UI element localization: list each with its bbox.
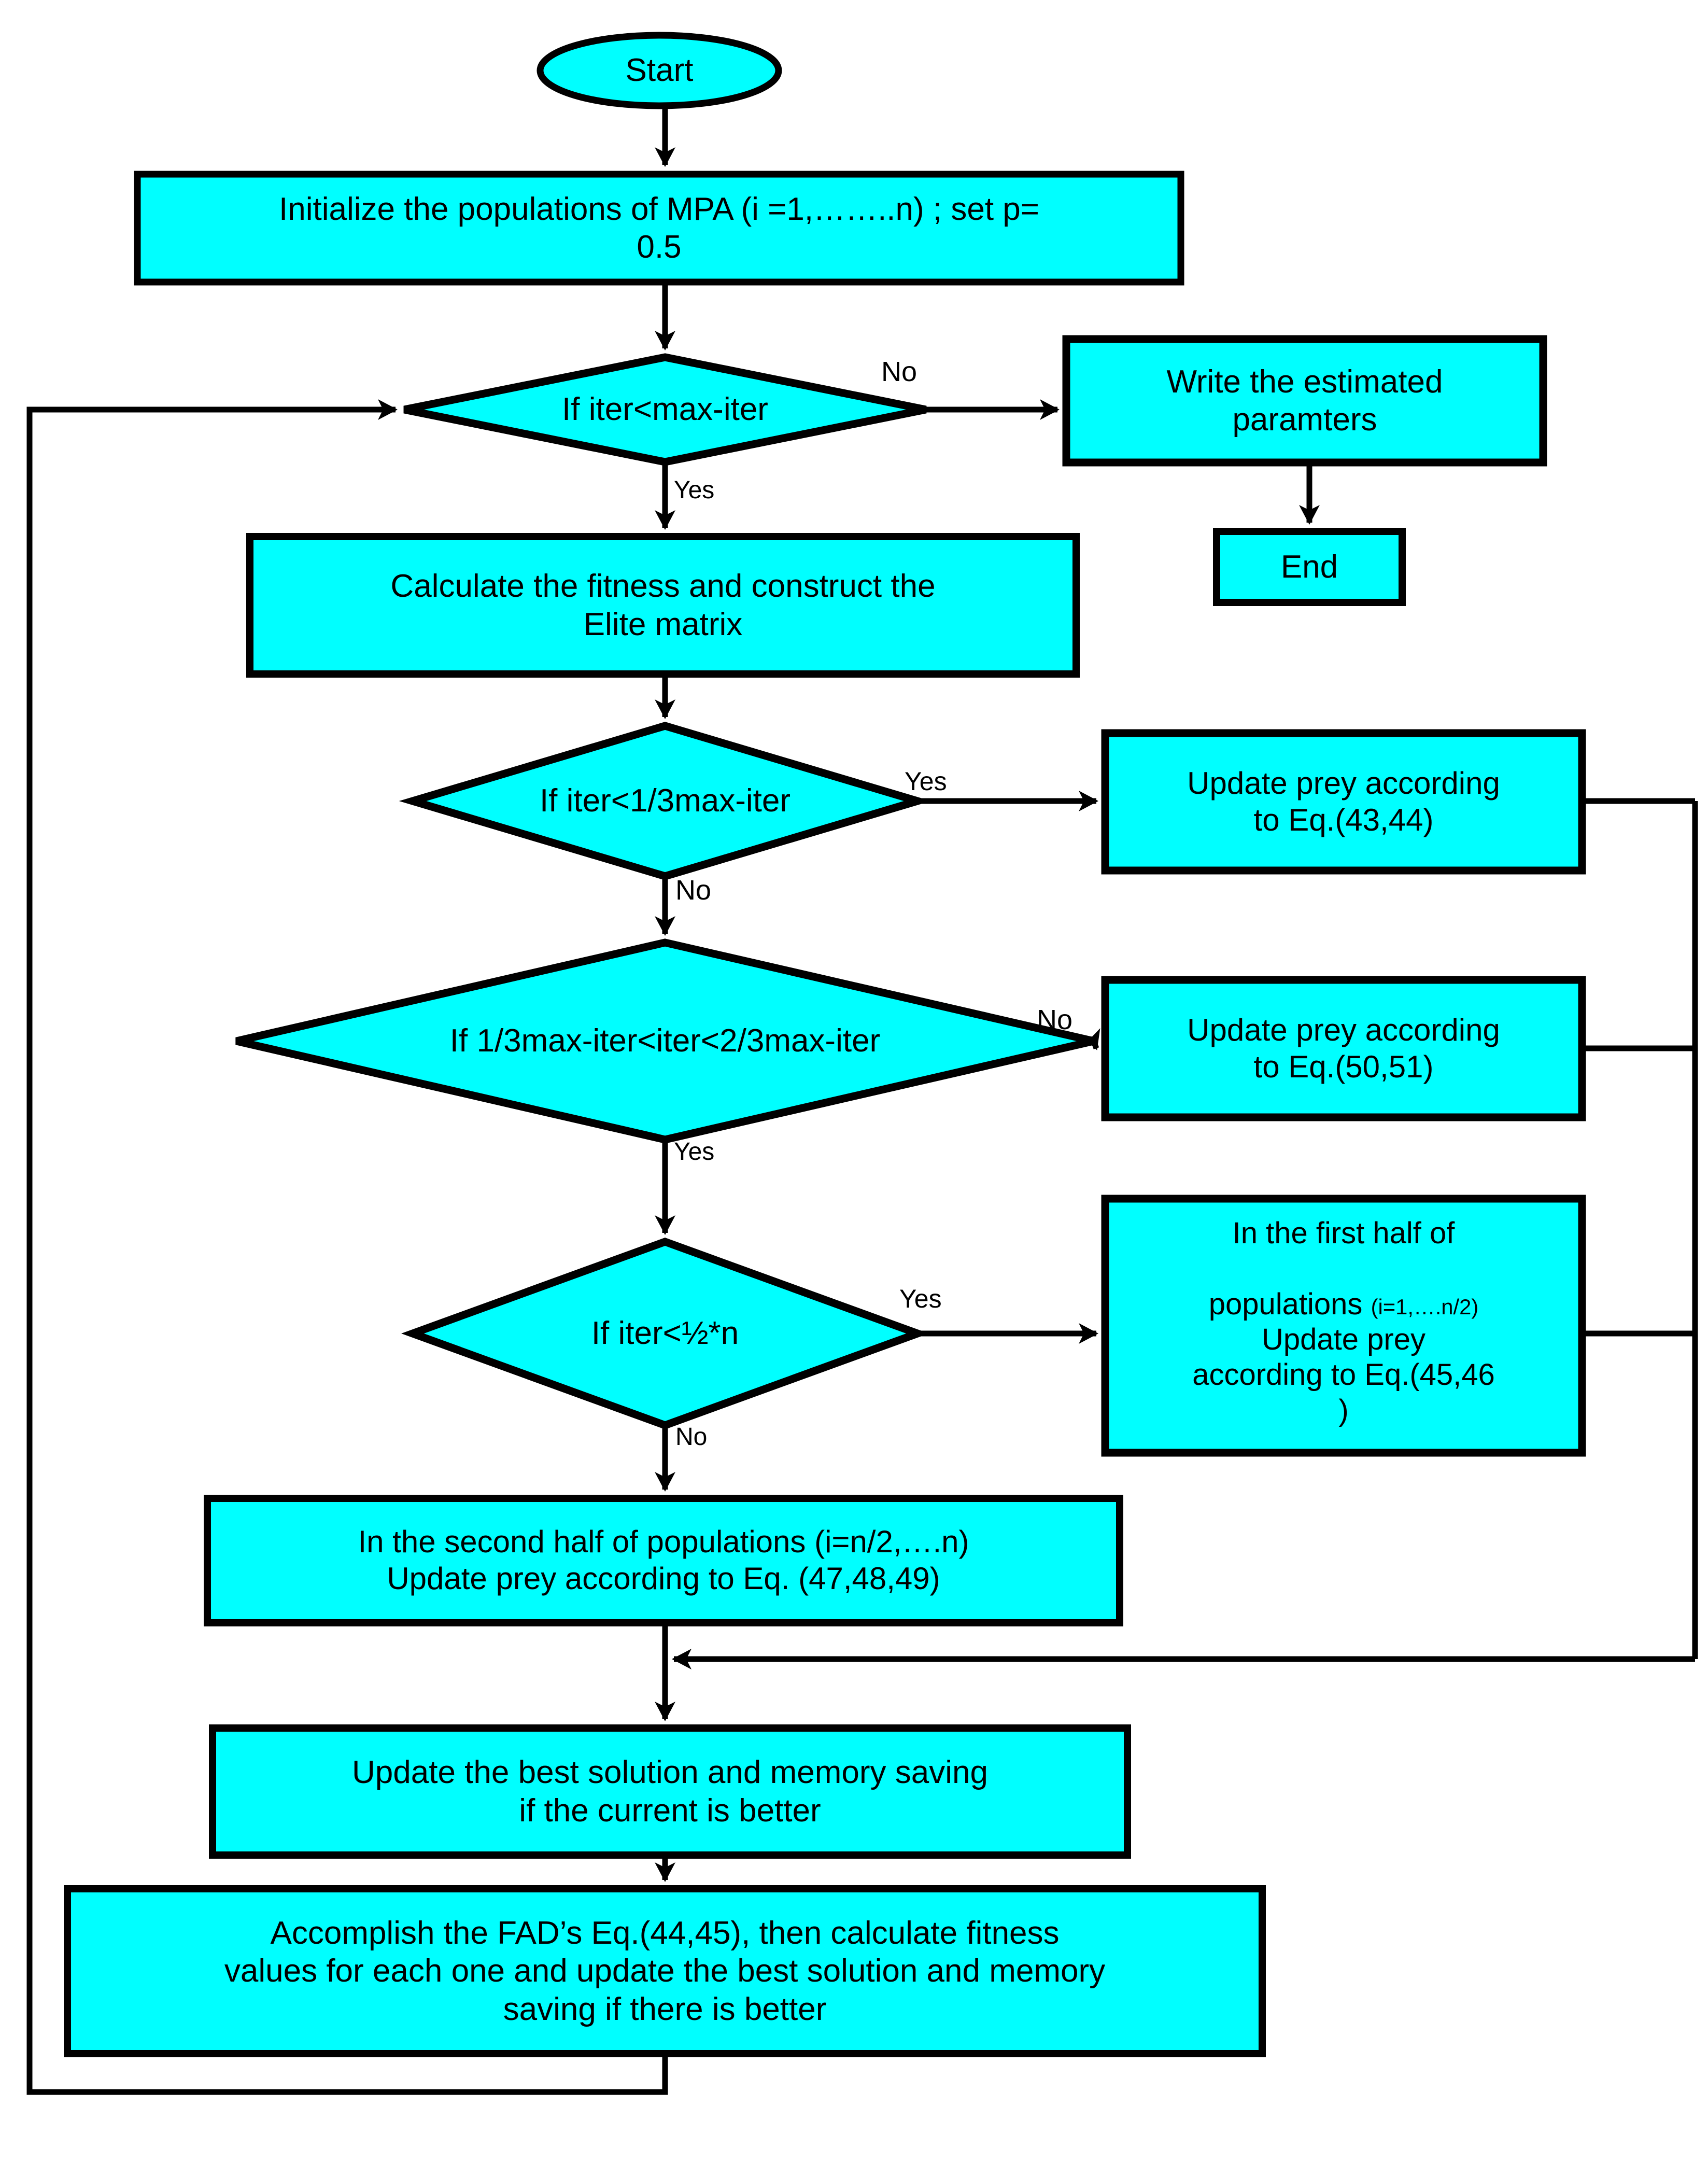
node-calc-fitness-shape <box>246 533 1080 678</box>
edge-label-max-iter-no: No <box>881 356 917 387</box>
edge-label-max-iter-yes: Yes <box>674 476 715 504</box>
node-update-5051-shape <box>1101 976 1586 1121</box>
node-second-half-shape <box>204 1495 1123 1626</box>
edge-check-two-thirds-no <box>1080 1028 1100 1050</box>
node-accomplish-fad-shape <box>64 1885 1266 2057</box>
node-initialize-shape <box>134 171 1184 286</box>
edge-loop-back-to-check-max-iter <box>26 399 668 2095</box>
edge-label-third-yes: Yes <box>905 767 947 796</box>
node-check-third-shape <box>399 722 931 880</box>
node-start-shape <box>537 32 782 109</box>
edge-label-two-thirds-yes: Yes <box>674 1138 715 1166</box>
node-update-4344-shape <box>1101 729 1586 875</box>
edge-label-half-n-yes: Yes <box>899 1284 942 1313</box>
node-first-half-shape <box>1101 1195 1586 1457</box>
edge-label-third-no: No <box>675 875 712 906</box>
node-check-half-n-shape <box>401 1238 929 1429</box>
node-write-params-shape <box>1062 335 1547 467</box>
node-end-shape <box>1213 528 1406 606</box>
node-check-max-iter-shape <box>403 353 927 466</box>
edge-label-two-thirds-no: No <box>1037 1004 1073 1035</box>
node-check-two-thirds-shape <box>235 938 1095 1144</box>
node-update-best-shape <box>209 1724 1131 1859</box>
edge-label-half-n-no: No <box>675 1423 708 1451</box>
